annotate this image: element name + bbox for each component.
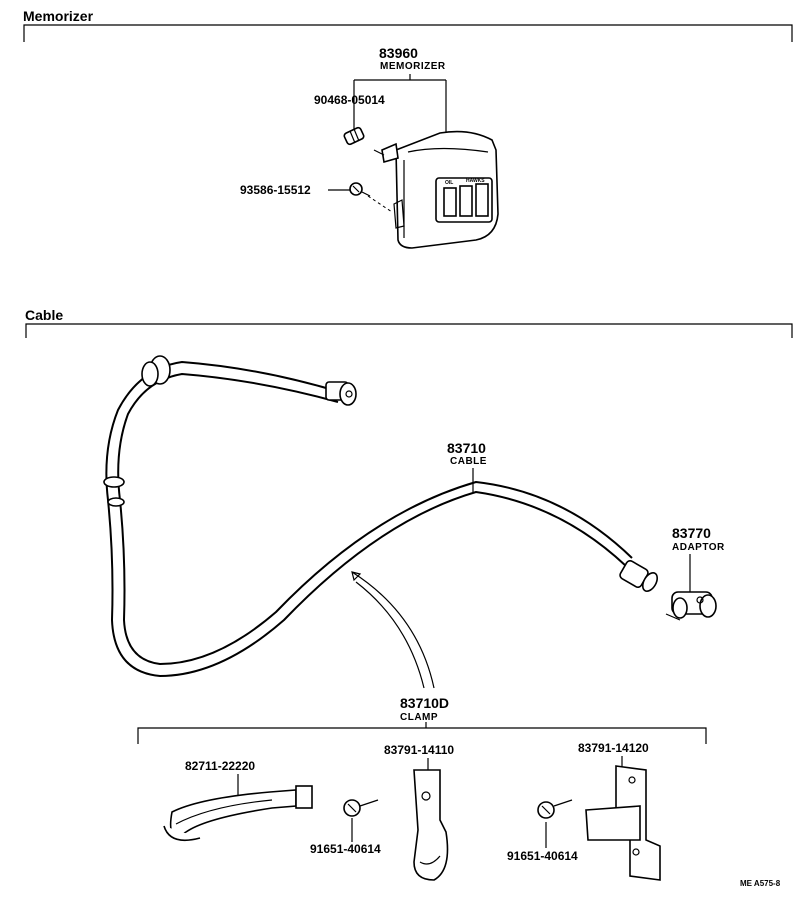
bulb-part-number: 90468-05014: [314, 93, 385, 107]
bolt-2-part-number: 91651-40614: [507, 849, 578, 863]
section-title-cable: Cable: [25, 307, 63, 323]
band-clamp-part: [163, 785, 313, 842]
screw-dash-line: [367, 195, 393, 213]
svg-text:HAWKS: HAWKS: [466, 178, 485, 184]
bracket-clamp-1-part: [413, 769, 449, 881]
memorizer-unit: OIL HAWKS: [373, 130, 499, 249]
screw-part: [349, 182, 371, 197]
section-bracket-memorizer: [23, 24, 793, 42]
cable-part: [103, 355, 659, 678]
screw-part-number: 93586-15512: [240, 183, 311, 197]
bracket-clamp-2-part-number: 83791-14120: [578, 741, 649, 755]
clamp-arrow: [351, 571, 435, 689]
memorizer-part-number: 83960: [379, 45, 418, 61]
band-clamp-part-number: 82711-22220: [185, 759, 255, 773]
bracket-clamp-2-part: [585, 765, 661, 881]
bolt-1-part-number: 91651-40614: [310, 842, 381, 856]
svg-text:OIL: OIL: [445, 180, 453, 186]
cable-part-number: 83710: [447, 440, 486, 456]
clamp-part-number: 83710D: [400, 695, 449, 711]
bulb-part: [343, 126, 365, 146]
section-bracket-cable: [25, 323, 793, 338]
clamp-part-name: CLAMP: [400, 712, 438, 723]
clamp-bracket: [137, 722, 707, 744]
memorizer-part-name: MEMORIZER: [380, 61, 446, 72]
bracket-clamp-1-part-number: 83791-14110: [384, 743, 454, 757]
cable-part-name: CABLE: [450, 456, 487, 467]
adaptor-part: [665, 591, 717, 621]
memorizer-leader: [353, 74, 447, 138]
section-title-memorizer: Memorizer: [23, 8, 94, 24]
drawing-reference: ME A575-8: [740, 879, 781, 888]
bolt-2-part: [537, 799, 573, 819]
adaptor-part-name: ADAPTOR: [672, 542, 725, 553]
bolt-1-part: [343, 799, 379, 817]
adaptor-part-number: 83770: [672, 525, 711, 541]
